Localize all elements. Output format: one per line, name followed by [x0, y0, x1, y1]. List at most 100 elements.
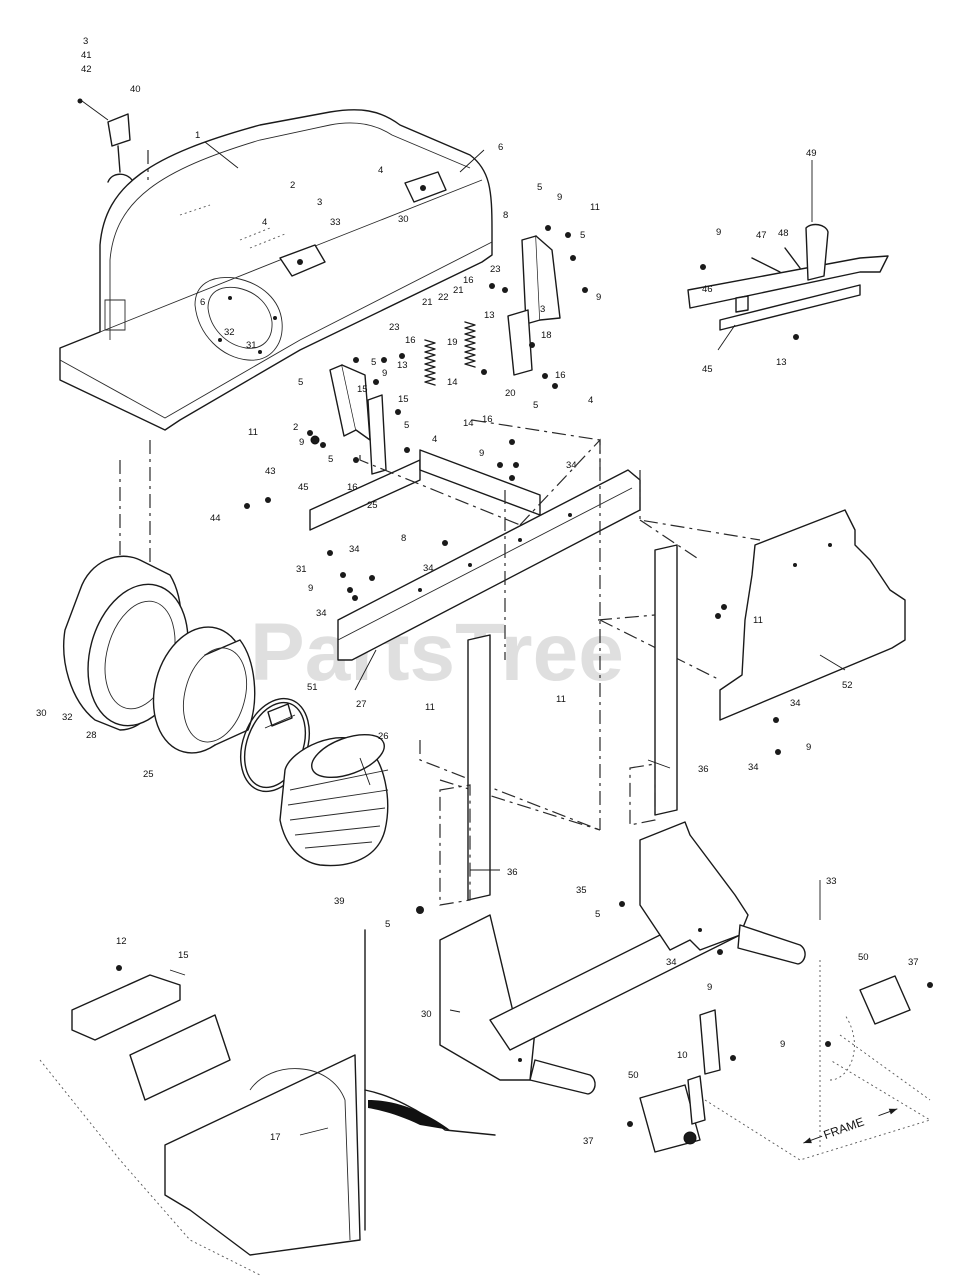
callout-34d: 34 — [316, 608, 327, 619]
callout-6b: 6 — [200, 297, 205, 308]
mower-lift-frame — [439, 821, 806, 1095]
upright-bar — [467, 544, 678, 901]
callout-9h: 9 — [806, 742, 811, 753]
watermark: PartsTree — [250, 607, 624, 698]
callout-44: 44 — [210, 513, 221, 524]
callout-11b: 11 — [248, 427, 258, 438]
callout-34: 34 — [566, 460, 577, 471]
callout-11c: 11 — [753, 615, 763, 626]
latch-handle — [77, 98, 133, 183]
callout-12: 12 — [116, 936, 127, 947]
callout-14: 14 — [447, 377, 458, 388]
callout-30b: 30 — [36, 708, 47, 719]
callout-5d: 5 — [533, 400, 538, 411]
callout-9c: 9 — [596, 292, 601, 303]
callout-17: 17 — [270, 1132, 281, 1143]
callout-5i: 5 — [385, 919, 390, 930]
tractor-frame-outline — [704, 960, 932, 1161]
callout-50b: 50 — [628, 1070, 639, 1081]
callout-48: 48 — [778, 228, 789, 239]
callout-9i: 9 — [707, 982, 712, 993]
callout-15: 15 — [357, 384, 368, 395]
callout-3c: 3 — [540, 304, 545, 315]
callout-30: 30 — [398, 214, 409, 225]
callout-11e: 11 — [425, 702, 435, 713]
callout-5: 5 — [537, 182, 542, 193]
callout-20: 20 — [505, 388, 516, 399]
callout-19: 19 — [447, 337, 458, 348]
callout-28: 28 — [86, 730, 97, 741]
callout-9: 9 — [557, 192, 562, 203]
callout-11d: 11 — [556, 694, 566, 705]
callout-32: 32 — [224, 327, 235, 338]
callout-40: 40 — [130, 84, 141, 95]
bar-guard — [439, 614, 656, 906]
spring-bracket-left — [329, 364, 387, 475]
callout-11: 11 — [590, 202, 600, 213]
callout-5c: 5 — [371, 357, 376, 368]
callout-25: 25 — [367, 500, 378, 511]
callout-34b: 34 — [349, 544, 360, 555]
callout-16d: 16 — [482, 414, 493, 425]
callout-13: 13 — [484, 310, 495, 321]
callout-5b: 5 — [580, 230, 585, 241]
callout-21b: 21 — [422, 297, 433, 308]
callout-47: 47 — [756, 230, 767, 241]
support-bracket-assembly — [687, 223, 889, 331]
callout-33b: 33 — [826, 876, 837, 887]
callout-4c: 4 — [588, 395, 593, 406]
callout-27: 27 — [356, 699, 367, 710]
callout-4d: 4 — [432, 434, 437, 445]
callout-51: 51 — [307, 682, 318, 693]
callout-9j: 9 — [780, 1039, 785, 1050]
callout-46: 46 — [702, 284, 713, 295]
callout-45b: 45 — [298, 482, 309, 493]
callout-labels: 3 41 42 40 1 6 49 2 4 5 9 11 3 30 33 8 4… — [36, 36, 919, 1147]
callout-23: 23 — [490, 264, 501, 275]
callout-2: 2 — [290, 180, 295, 191]
callout-5h: 5 — [595, 909, 600, 920]
callout-16b: 16 — [405, 335, 416, 346]
callout-5e: 5 — [298, 377, 303, 388]
deck-bracket-inset — [39, 929, 496, 1276]
callout-14b: 14 — [463, 418, 474, 429]
hinge-plate — [279, 171, 447, 277]
side-panel — [719, 509, 906, 721]
callout-3b: 3 — [317, 197, 322, 208]
callout-5g: 5 — [328, 454, 333, 465]
callout-13c: 13 — [397, 360, 408, 371]
callout-45: 45 — [702, 364, 713, 375]
hardware-set — [116, 225, 933, 1133]
callout-4: 4 — [378, 165, 383, 176]
callout-8: 8 — [503, 210, 508, 221]
callout-26: 26 — [378, 731, 389, 742]
callout-41: 41 — [81, 50, 92, 61]
callout-9d: 9 — [382, 368, 387, 379]
callout-52: 52 — [842, 680, 853, 691]
callout-16: 16 — [463, 275, 474, 286]
callout-49: 49 — [806, 148, 817, 159]
frame-arrow: FRAME — [803, 1108, 898, 1144]
callout-8b: 8 — [401, 533, 406, 544]
callout-15b: 15 — [398, 394, 409, 405]
callout-42: 42 — [81, 64, 92, 75]
callout-32b: 32 — [62, 712, 73, 723]
callout-31: 31 — [246, 340, 257, 351]
callout-34g: 34 — [666, 957, 677, 968]
callout-22: 22 — [438, 292, 449, 303]
callout-25b: 25 — [143, 769, 154, 780]
spring — [424, 321, 476, 386]
callout-10: 10 — [677, 1050, 688, 1061]
callout-6: 6 — [498, 142, 503, 153]
callout-9e: 9 — [299, 437, 304, 448]
callout-13b: 13 — [776, 357, 787, 368]
callout-15c: 15 — [178, 950, 189, 961]
bearing-bracket — [639, 975, 911, 1153]
frame-label: FRAME — [822, 1115, 866, 1143]
cross-member — [309, 449, 641, 661]
callout-35: 35 — [576, 885, 587, 896]
callout-16e: 16 — [347, 482, 358, 493]
callout-21: 21 — [453, 285, 464, 296]
callout-43: 43 — [265, 466, 276, 477]
